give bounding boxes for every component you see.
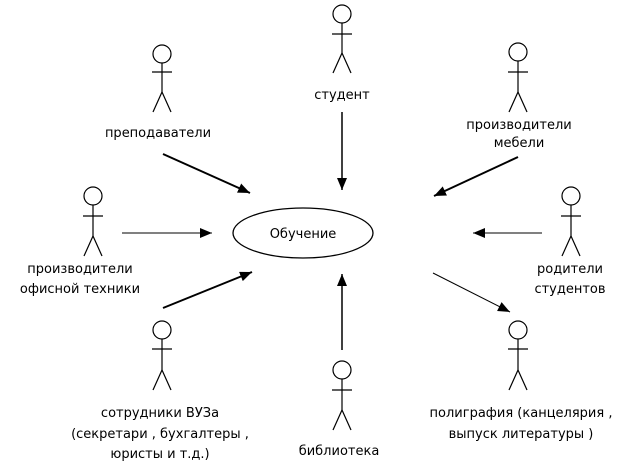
- actor-office-tech-producers: [83, 186, 103, 257]
- actor-parents: [561, 186, 581, 257]
- actor-label-printing-line1: полиграфия (канцелярия ,: [430, 406, 613, 421]
- arrow-furniture-to-usecase: [433, 156, 519, 197]
- actor-label-student: студент: [314, 88, 370, 103]
- actor-label-furniture-line1: производители: [466, 118, 571, 133]
- actor-label-printing-line2: выпуск литературы ): [449, 427, 594, 442]
- actor-label-staff-line2: (секретари , бухгалтеры ,: [71, 427, 249, 442]
- actor-teachers: [152, 44, 172, 113]
- actor-label-staff-line1: сотрудники ВУЗа: [101, 406, 219, 421]
- actor-label-office-tech-line1: производители: [27, 262, 132, 277]
- actor-printing: [508, 320, 528, 391]
- actor-library: [332, 360, 352, 431]
- actor-label-office-tech-line2: офисной техники: [20, 282, 140, 297]
- actor-furniture-producers: [508, 42, 528, 113]
- arrow-staff-to-usecase: [162, 271, 253, 309]
- actor-label-parents-line2: студентов: [534, 282, 605, 297]
- actor-label-parents-line1: родители: [537, 262, 603, 277]
- actor-label-teachers: преподаватели: [105, 126, 211, 141]
- actor-label-staff-line3: юристы и т.д.): [110, 447, 209, 462]
- use-case-obuchenie: Обучение: [232, 207, 374, 259]
- use-case-label: Обучение: [270, 227, 337, 242]
- actor-university-staff: [152, 320, 172, 391]
- arrow-teachers-to-usecase: [162, 153, 251, 194]
- actor-student: [332, 4, 352, 74]
- arrow-usecase-to-printing: [432, 272, 511, 313]
- actor-label-furniture-line2: мебели: [494, 136, 545, 151]
- actor-label-library: библиотека: [299, 444, 380, 459]
